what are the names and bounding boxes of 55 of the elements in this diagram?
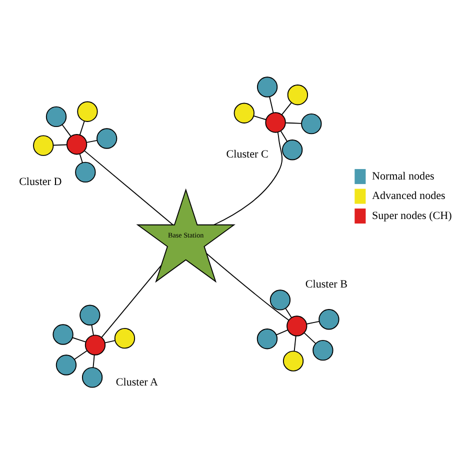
connector (213, 132, 283, 226)
connector (86, 140, 98, 143)
connector (104, 340, 116, 344)
node-circle (96, 128, 118, 149)
node-circle (318, 309, 340, 330)
node-circle (82, 367, 103, 388)
connector (281, 102, 292, 116)
connector (72, 337, 86, 342)
node-circle (114, 328, 136, 349)
node-circle (301, 113, 322, 134)
node-circle (56, 354, 77, 376)
connector (280, 130, 288, 142)
connector (276, 329, 288, 336)
connector (306, 320, 320, 324)
node-circle (287, 84, 308, 106)
node-circle (77, 101, 98, 122)
connector (269, 96, 274, 114)
connector (285, 308, 292, 318)
node-circle (33, 135, 54, 156)
connector (285, 122, 302, 124)
label: Cluster D (19, 176, 62, 188)
connector (253, 115, 266, 120)
connector (206, 253, 290, 321)
node-circle (80, 304, 100, 326)
legend-label: Advanced nodes (372, 190, 446, 202)
node-circle (256, 328, 278, 350)
node-circle (46, 106, 67, 128)
connector (294, 336, 296, 352)
node-circle (270, 290, 291, 310)
label: Cluster A (116, 376, 158, 389)
connector (62, 124, 72, 137)
connector (92, 354, 95, 368)
node-circle (256, 76, 278, 98)
node-circle (282, 350, 304, 372)
node-circle (84, 334, 106, 356)
legend-label: Normal nodes (372, 170, 434, 182)
node-circle (52, 324, 74, 345)
label: Cluster C (226, 148, 268, 160)
node-circle (265, 112, 286, 133)
label: Cluster B (305, 278, 348, 291)
connector (101, 264, 162, 338)
connector (79, 154, 83, 164)
node-circle (286, 316, 308, 336)
connector (52, 144, 68, 146)
node-circle (312, 340, 334, 361)
connector (79, 120, 85, 136)
node-circle (234, 102, 254, 124)
connector (84, 150, 174, 226)
node-circle (282, 140, 303, 160)
node-circle (75, 162, 96, 183)
node-circle (66, 134, 88, 155)
connector (74, 350, 88, 360)
connector (91, 324, 94, 336)
connector (304, 332, 316, 344)
legend-label: Super nodes (CH) (372, 210, 452, 222)
